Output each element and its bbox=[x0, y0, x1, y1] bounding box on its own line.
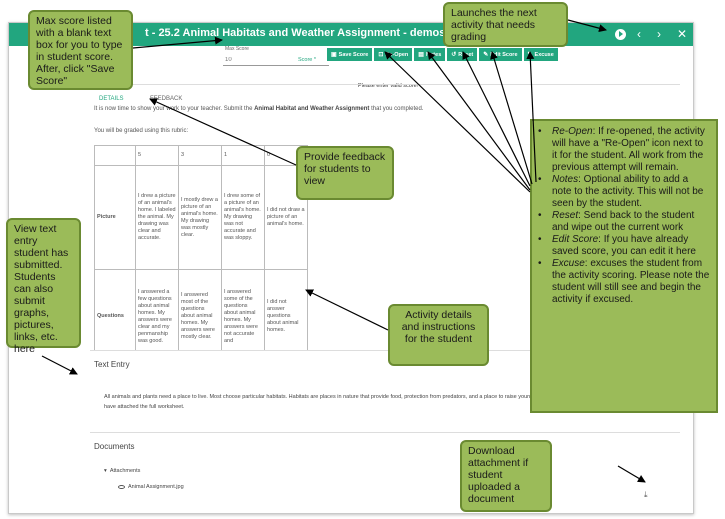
next-button[interactable]: › bbox=[657, 27, 661, 41]
reopen-button[interactable]: ⊡Re-Open bbox=[374, 48, 413, 61]
rubric-cell: I answered a few questions about animal … bbox=[135, 269, 179, 350]
rubric-row: Questions I answered a few questions abo… bbox=[94, 269, 308, 350]
window-title: t - 25.2 Animal Habitats and Weather Ass… bbox=[145, 27, 523, 39]
rubric-cell: I drew some of a picture of an animal's … bbox=[221, 165, 265, 270]
section-divider bbox=[90, 350, 680, 351]
download-icon[interactable]: ⤓ bbox=[644, 490, 648, 499]
rubric-row-label: Picture bbox=[94, 165, 136, 270]
rubric-table: 5 3 1 0 Picture I drew a picture of an a… bbox=[94, 145, 308, 350]
save-icon: ▣ bbox=[331, 52, 337, 58]
excuse-icon: ✎ bbox=[527, 52, 533, 58]
reset-button[interactable]: ↺Reset bbox=[447, 48, 478, 61]
rubric-viewport: 5 3 1 0 Picture I drew a picture of an a… bbox=[90, 140, 330, 350]
rubric-header-row: 5 3 1 0 bbox=[94, 145, 308, 166]
tab-details[interactable]: DETAILS bbox=[99, 96, 124, 102]
notes-icon: ▤ bbox=[418, 52, 424, 58]
tab-feedback[interactable]: FEEDBACK bbox=[150, 96, 183, 102]
score-suffix: Score * bbox=[298, 57, 317, 63]
close-button[interactable]: ✕ bbox=[677, 27, 688, 41]
callout-next-activity: Launches the next activity that needs gr… bbox=[443, 2, 568, 47]
option-item: Reset: Send back to the student and wipe… bbox=[538, 210, 710, 234]
rubric-note: You will be graded using this rubric: bbox=[94, 128, 189, 134]
attachments-heading: ▾ Attachments bbox=[104, 468, 141, 474]
attachment-file[interactable]: Animal Assignment.jpg bbox=[118, 484, 184, 490]
rubric-cell: I answered some of the questions about a… bbox=[221, 269, 265, 350]
score-input[interactable] bbox=[223, 54, 329, 66]
max-score-label: Max Score bbox=[225, 46, 249, 52]
rubric-score-header: 3 bbox=[178, 145, 222, 166]
rubric-row: Picture I drew a picture of an animal's … bbox=[94, 165, 308, 270]
rubric-cell: I did not answer questions about animal … bbox=[264, 269, 308, 350]
grading-toolbar: ▣Save Score ⊡Re-Open ▤Notes ↺Reset ✎Edit… bbox=[327, 48, 558, 61]
rubric-cell: I did not draw a picture of an animal's … bbox=[264, 165, 308, 270]
callout-activity-details: Activity details and instructions for th… bbox=[388, 304, 489, 366]
section-divider bbox=[90, 432, 680, 433]
activity-instructions: It is now time to show your work to your… bbox=[94, 106, 424, 112]
rubric-cell: I drew a picture of an animal's home. I … bbox=[135, 165, 179, 270]
rubric-corner-cell bbox=[94, 145, 136, 166]
next-activity-icon bbox=[615, 29, 626, 40]
option-item: Excuse: excuses the student from the act… bbox=[538, 258, 710, 306]
rubric-score-header: 5 bbox=[135, 145, 179, 166]
option-item: Notes: Optional ability to add a note to… bbox=[538, 174, 710, 210]
notes-button[interactable]: ▤Notes bbox=[414, 48, 446, 61]
callout-options: Re-Open: If re-opened, the activity will… bbox=[530, 119, 718, 413]
tab-divider bbox=[90, 84, 680, 85]
option-item: Edit Score: If you have already saved sc… bbox=[538, 234, 710, 258]
eye-icon bbox=[118, 485, 125, 489]
save-score-button[interactable]: ▣Save Score bbox=[327, 48, 373, 61]
callout-max-score: Max score listed with a blank text box f… bbox=[28, 10, 133, 90]
edit-icon: ✎ bbox=[483, 52, 489, 58]
option-item: Re-Open: If re-opened, the activity will… bbox=[538, 126, 710, 174]
callout-download: Download attachment if student uploaded … bbox=[460, 440, 552, 512]
rubric-cell: I mostly drew a picture of an animal's h… bbox=[178, 165, 222, 270]
rubric-score-header: 1 bbox=[221, 145, 265, 166]
rubric-cell: I answered most of the questions about a… bbox=[178, 269, 222, 350]
rubric-row-label: Questions bbox=[94, 269, 136, 350]
options-list: Re-Open: If re-opened, the activity will… bbox=[538, 126, 710, 306]
callout-feedback: Provide feedback for students to view bbox=[296, 146, 394, 200]
documents-title: Documents bbox=[94, 442, 135, 451]
edit-score-button[interactable]: ✎Edit Score bbox=[479, 48, 522, 61]
excuse-button[interactable]: ✎Excuse bbox=[523, 48, 558, 61]
callout-text-entry: View text entry student has submitted. S… bbox=[6, 218, 81, 355]
reset-icon: ↺ bbox=[451, 52, 457, 58]
lock-icon: ⊡ bbox=[378, 52, 384, 58]
previous-button[interactable]: ‹ bbox=[637, 27, 641, 41]
text-entry-body: All animals and plants need a place to l… bbox=[104, 394, 538, 410]
text-entry-title: Text Entry bbox=[94, 360, 130, 369]
next-activity-button[interactable] bbox=[615, 26, 626, 42]
